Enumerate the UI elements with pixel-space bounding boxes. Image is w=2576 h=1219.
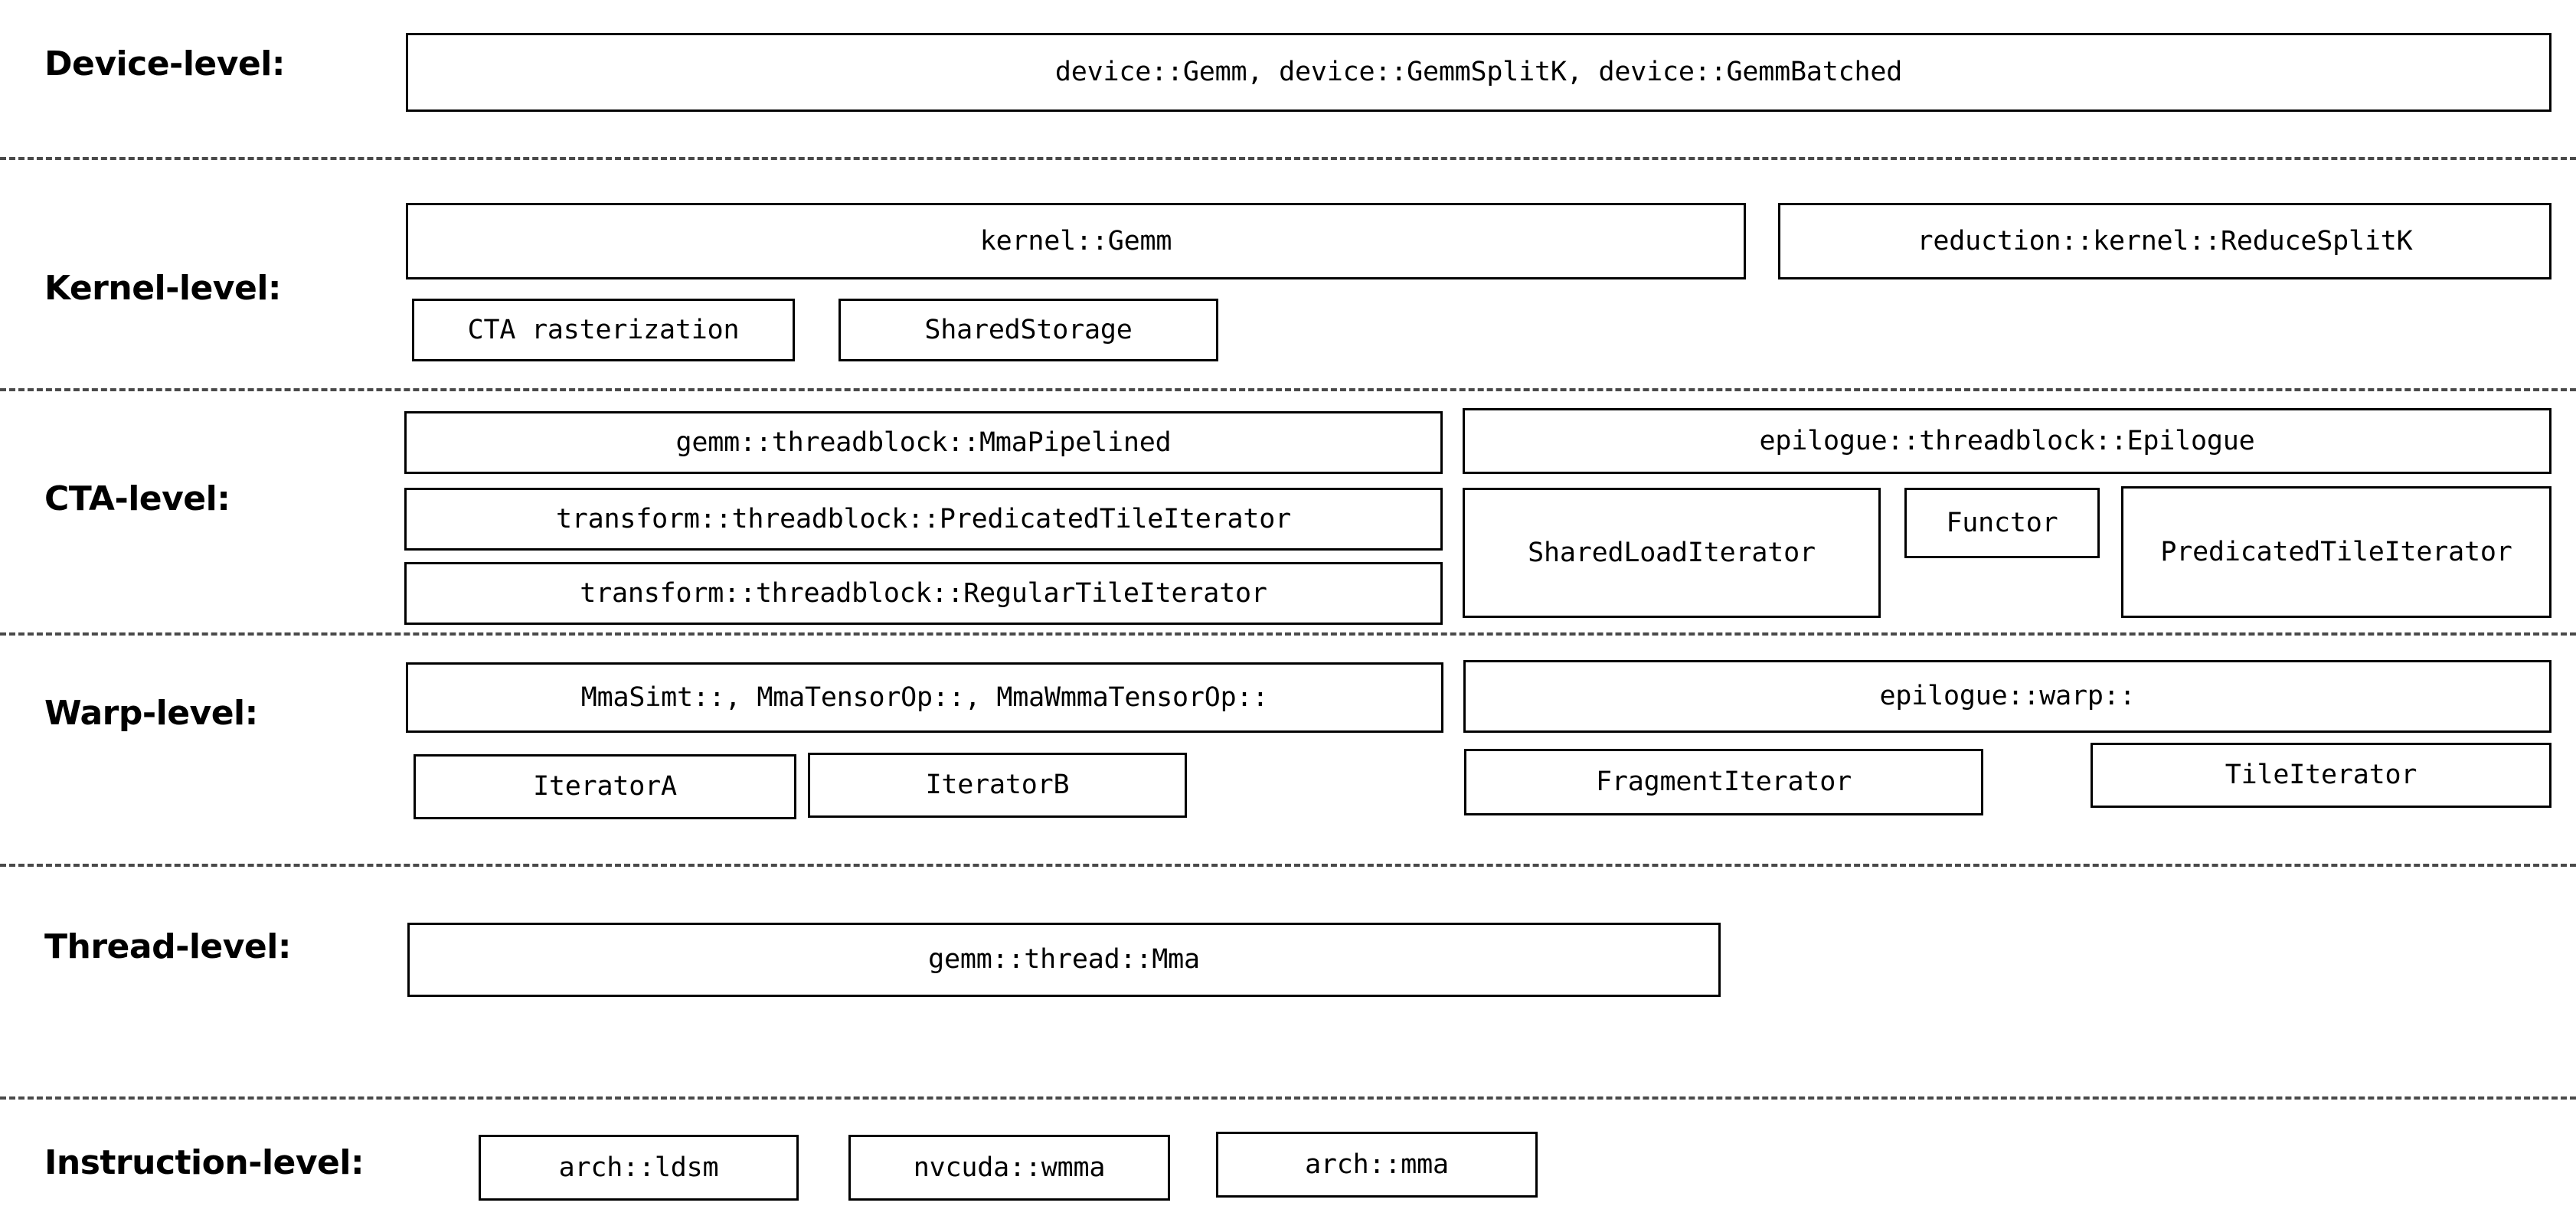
gemm-thread-mma-box-label: gemm::thread::Mma: [928, 944, 1200, 976]
separator-warp-thread: [0, 864, 2576, 867]
reduction-reducesplitk-box[interactable]: reduction::kernel::ReduceSplitK: [1778, 203, 2551, 279]
arch-mma-box-label: arch::mma: [1305, 1149, 1449, 1180]
iterator-a-box-label: IteratorA: [533, 771, 677, 802]
mma-warp-ops-box[interactable]: MmaSimt::, MmaTensorOp::, MmaWmmaTensorO…: [406, 662, 1443, 733]
level-label-instruction: Instruction-level:: [44, 1143, 364, 1182]
level-label-warp: Warp-level:: [44, 694, 258, 733]
transform-threadblock-predicatedtileiterator-box-label: transform::threadblock::PredicatedTileIt…: [555, 503, 1292, 534]
epilogue-warp-box-label: epilogue::warp::: [1879, 681, 2136, 712]
fragmentiterator-box[interactable]: FragmentIterator: [1464, 749, 1983, 815]
separator-device-kernel: [0, 157, 2576, 160]
tileiterator-box[interactable]: TileIterator: [2091, 743, 2551, 808]
functor-box-label: Functor: [1946, 507, 2058, 538]
transform-threadblock-predicatedtileiterator-box[interactable]: transform::threadblock::PredicatedTileIt…: [404, 488, 1443, 551]
transform-threadblock-regulartileiterator-box[interactable]: transform::threadblock::RegularTileItera…: [404, 562, 1443, 625]
reduction-reducesplitk-box-label: reduction::kernel::ReduceSplitK: [1917, 225, 2413, 257]
fragmentiterator-box-label: FragmentIterator: [1596, 766, 1852, 798]
arch-mma-box[interactable]: arch::mma: [1216, 1132, 1538, 1198]
sharedstorage-box-label: SharedStorage: [924, 314, 1133, 345]
functor-box[interactable]: Functor: [1904, 488, 2100, 558]
mma-warp-ops-box-label: MmaSimt::, MmaTensorOp::, MmaWmmaTensorO…: [580, 681, 1269, 713]
gemm-thread-mma-box[interactable]: gemm::thread::Mma: [407, 923, 1721, 997]
separator-thread-instruction: [0, 1096, 2576, 1100]
sharedloaditerator-box[interactable]: SharedLoadIterator: [1463, 488, 1881, 618]
device-gemm-box-label: device::Gemm, device::GemmSplitK, device…: [1054, 57, 1903, 88]
separator-cta-warp: [0, 632, 2576, 636]
tileiterator-box-label: TileIterator: [2225, 760, 2417, 791]
cta-rasterization-box-label: CTA rasterization: [467, 314, 740, 345]
sharedloaditerator-box-label: SharedLoadIterator: [1528, 537, 1816, 568]
nvcuda-wmma-box-label: nvcuda::wmma: [913, 1152, 1106, 1183]
arch-ldsm-box-label: arch::ldsm: [558, 1152, 719, 1183]
kernel-gemm-box[interactable]: kernel::Gemm: [406, 203, 1746, 279]
gemm-threadblock-mmapipelined-box[interactable]: gemm::threadblock::MmaPipelined: [404, 411, 1443, 474]
epilogue-warp-box[interactable]: epilogue::warp::: [1463, 660, 2551, 733]
kernel-gemm-box-label: kernel::Gemm: [979, 225, 1172, 257]
iterator-b-box-label: IteratorB: [925, 770, 1070, 801]
separator-kernel-cta: [0, 388, 2576, 391]
level-label-cta: CTA-level:: [44, 479, 230, 518]
cta-rasterization-box[interactable]: CTA rasterization: [412, 299, 795, 361]
level-label-thread: Thread-level:: [44, 927, 291, 966]
iterator-a-box[interactable]: IteratorA: [414, 754, 796, 819]
arch-ldsm-box[interactable]: arch::ldsm: [479, 1135, 799, 1201]
gemm-threadblock-mmapipelined-box-label: gemm::threadblock::MmaPipelined: [675, 426, 1172, 458]
iterator-b-box[interactable]: IteratorB: [808, 753, 1187, 818]
level-label-device: Device-level:: [44, 44, 285, 83]
predicatedtileiterator-box-label: PredicatedTileIterator: [2160, 536, 2512, 567]
level-label-kernel: Kernel-level:: [44, 269, 282, 308]
transform-threadblock-regulartileiterator-box-label: transform::threadblock::RegularTileItera…: [580, 577, 1267, 609]
sharedstorage-box[interactable]: SharedStorage: [839, 299, 1218, 361]
device-gemm-box[interactable]: device::Gemm, device::GemmSplitK, device…: [406, 33, 2551, 112]
nvcuda-wmma-box[interactable]: nvcuda::wmma: [848, 1135, 1170, 1201]
predicatedtileiterator-box[interactable]: PredicatedTileIterator: [2121, 486, 2551, 618]
epilogue-threadblock-epilogue-box[interactable]: epilogue::threadblock::Epilogue: [1463, 408, 2551, 474]
epilogue-threadblock-epilogue-box-label: epilogue::threadblock::Epilogue: [1759, 425, 2255, 456]
